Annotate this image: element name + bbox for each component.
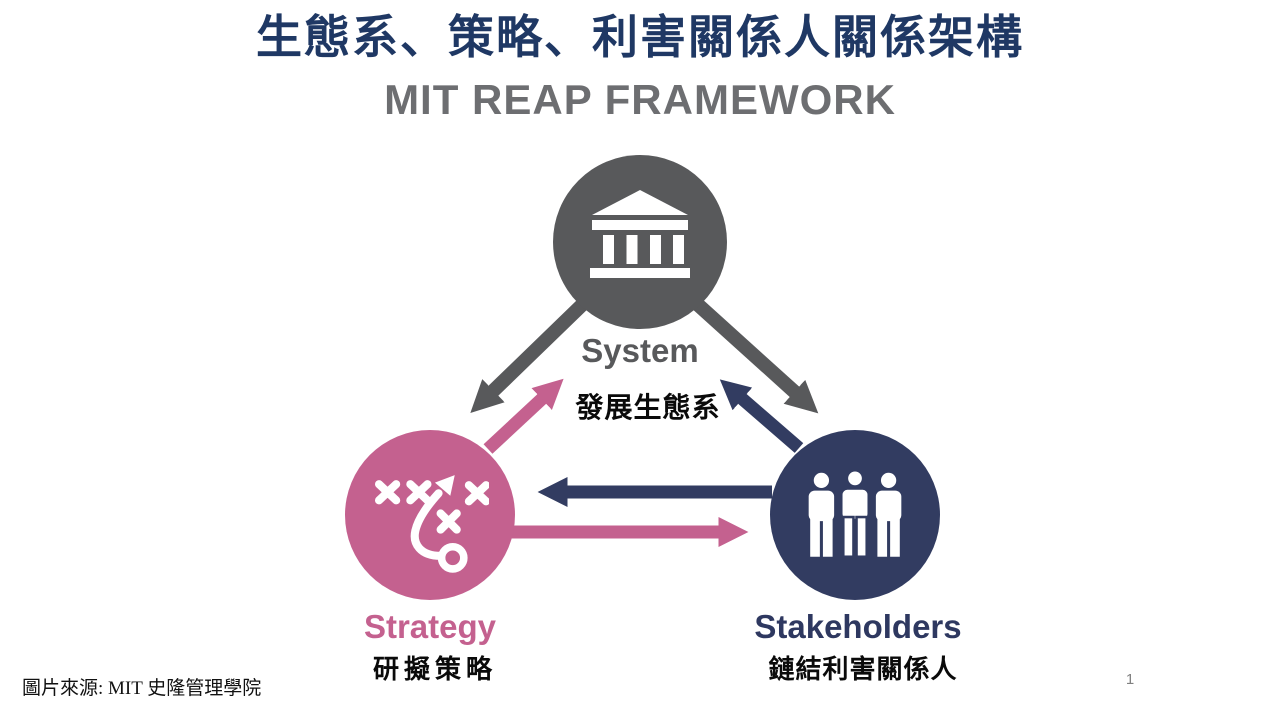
image-source-note: 圖片來源: MIT 史隆管理學院 — [22, 678, 262, 699]
system-label: System — [581, 332, 699, 369]
playbook-strategy-icon — [374, 475, 489, 573]
system-node-circle — [553, 155, 727, 329]
arrow-stakeholders-to-system — [719, 379, 804, 453]
slide-subtitle: MIT REAP FRAMEWORK — [384, 76, 896, 123]
arrow-strategy-to-system — [483, 378, 564, 454]
stakeholders-node-circle — [770, 430, 940, 600]
strategy-node-circle — [345, 430, 515, 600]
slide-title: 生態系、策略、利害關係人關係架構 — [256, 11, 1024, 63]
people-group-icon — [808, 469, 902, 559]
strategy-label: Strategy — [363, 608, 497, 645]
system-annotation: 發展生態系 — [575, 392, 721, 423]
bank-icon — [590, 190, 690, 278]
strategy-annotation: 研擬策略 — [372, 654, 497, 684]
page-number: 1 — [1125, 671, 1135, 688]
stakeholders-label: Stakeholders — [754, 608, 962, 645]
stakeholders-annotation: 鏈結利害關係人 — [768, 654, 958, 684]
